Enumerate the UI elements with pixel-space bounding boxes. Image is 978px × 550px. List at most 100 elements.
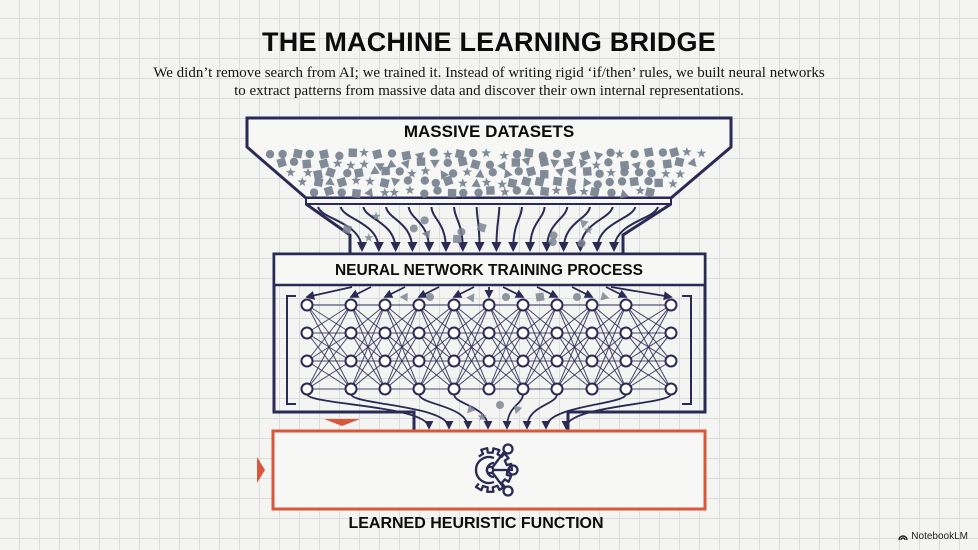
network-node	[619, 354, 633, 368]
flow-arrow	[453, 206, 468, 252]
network-edge	[418, 332, 455, 390]
network-node	[300, 326, 314, 340]
network-node	[550, 298, 564, 312]
network-edge	[350, 332, 386, 390]
data-shape	[457, 227, 466, 236]
data-shape	[497, 179, 507, 189]
data-shape	[372, 149, 383, 160]
data-shape	[614, 149, 625, 159]
network-edge	[453, 304, 490, 390]
output-arrow	[522, 393, 558, 430]
data-shape	[696, 148, 707, 158]
network-edge	[591, 304, 627, 362]
data-shape	[525, 166, 537, 177]
data-shape	[687, 157, 697, 168]
network-node	[378, 382, 392, 396]
input-arrow	[571, 286, 594, 298]
data-shape	[552, 149, 562, 158]
data-shape	[682, 147, 692, 157]
data-shape	[661, 168, 671, 178]
data-shape	[468, 148, 478, 158]
data-shape	[305, 149, 314, 159]
data-shape	[409, 224, 418, 233]
network-node	[344, 354, 358, 368]
network-edge	[556, 304, 593, 390]
data-shape	[407, 168, 417, 178]
data-shape	[507, 178, 518, 189]
data-shape	[313, 177, 324, 188]
data-shape	[421, 230, 431, 239]
data-shape	[325, 176, 335, 186]
data-shape	[643, 147, 654, 158]
network-node	[412, 382, 426, 396]
data-shape	[578, 158, 588, 169]
data-shape	[550, 159, 560, 168]
dataset-shapes	[265, 147, 707, 199]
network-edge	[625, 304, 672, 390]
data-shape	[292, 148, 303, 159]
data-shape	[337, 188, 346, 197]
data-shape	[399, 292, 408, 302]
network-edge	[418, 304, 455, 390]
data-shape	[448, 169, 458, 178]
data-shape	[604, 158, 613, 167]
flow-arrow	[541, 206, 569, 252]
data-shape	[386, 159, 397, 169]
data-shape	[285, 167, 296, 177]
training-label: NEURAL NETWORK TRAINING PROCESS	[334, 262, 643, 279]
data-shape	[391, 177, 401, 187]
network-edge	[625, 360, 672, 390]
data-shape	[420, 176, 430, 185]
network-edge	[350, 304, 386, 390]
data-shape	[502, 293, 510, 301]
data-shape	[647, 168, 656, 178]
data-shape	[565, 185, 577, 196]
network-edge	[384, 332, 420, 390]
network-node	[550, 354, 564, 368]
data-shape	[499, 150, 509, 160]
data-shape	[359, 147, 369, 157]
data-shape	[577, 239, 586, 248]
data-shape	[485, 186, 495, 195]
network-edge	[453, 304, 490, 362]
network-edge	[350, 304, 386, 362]
data-shape	[351, 188, 361, 199]
network-edge	[556, 332, 593, 390]
network-edge	[306, 360, 352, 390]
data-shape	[466, 293, 475, 303]
data-shape	[395, 167, 404, 176]
network-node	[619, 326, 633, 340]
heuristic-box	[257, 419, 707, 511]
data-shape	[336, 177, 348, 188]
data-shape	[488, 168, 497, 177]
brand-watermark: NotebookLM	[898, 531, 968, 542]
network-node	[300, 382, 314, 396]
network-node	[482, 382, 496, 396]
data-shape	[379, 177, 390, 189]
data-shape	[600, 291, 610, 301]
data-shape	[668, 178, 678, 188]
network-node	[516, 326, 530, 340]
data-flow-arrows-top	[317, 206, 659, 252]
input-arrow	[305, 286, 353, 300]
network-node	[619, 382, 633, 396]
notebooklm-logo-icon	[898, 534, 908, 540]
network-node	[447, 382, 461, 396]
data-shape	[566, 150, 576, 161]
network-node	[344, 326, 358, 340]
data-shape	[634, 168, 644, 177]
data-shape	[433, 186, 442, 195]
network-edge	[350, 304, 386, 334]
data-shape	[348, 148, 358, 158]
network-edge	[306, 304, 352, 334]
data-shape	[521, 176, 532, 187]
network-edge	[384, 304, 420, 390]
flow-arrow	[339, 206, 384, 252]
input-arrow	[536, 286, 559, 298]
data-shape	[405, 185, 415, 195]
data-shape	[400, 159, 410, 169]
data-shape	[343, 168, 352, 178]
data-shape	[351, 175, 361, 185]
data-shape	[420, 216, 429, 225]
